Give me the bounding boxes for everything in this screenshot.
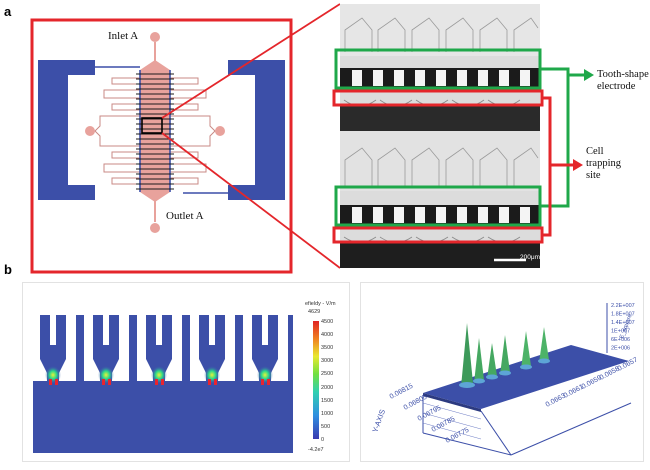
surface-plot: 2.2E+007 1.8E+007 1.4E+007 1E+007 6E+006 2E+0…	[370, 303, 639, 456]
colorbar-tick: 2500	[321, 371, 334, 378]
field-simulation	[33, 315, 319, 453]
inlet-label: Inlet A	[108, 30, 139, 42]
trap-label: Cell trapping site	[586, 146, 621, 181]
z-axis-ticks: 2.2E+007 1.8E+007 1.4E+007 1E+007 6E+006 2E+0…	[611, 303, 635, 352]
panel-letter-b: b	[4, 262, 12, 277]
scale-bar-label: 200μm	[520, 254, 541, 261]
x-tick-label: 0.06805	[403, 394, 429, 412]
colorbar-tick: 2000	[321, 384, 334, 391]
colorbar-title: efieldy - V/m	[305, 301, 336, 307]
x-axis-label: Y-AXIS	[370, 408, 387, 434]
left-port	[85, 126, 95, 136]
zoom-line-top	[161, 3, 341, 119]
colorbar-tick: 500	[321, 423, 331, 430]
x-tick-label: 0.06815	[389, 383, 415, 401]
surface-plane	[423, 345, 629, 409]
x-tick-label: 0.06795	[417, 405, 443, 423]
z-tick-label: 1.4E+007	[611, 320, 635, 326]
z-tick-label: 1E+007	[611, 329, 630, 335]
outlet-label: Outlet A	[166, 210, 204, 222]
right-port	[215, 126, 225, 136]
chip-diagram	[30, 3, 594, 274]
colorbar-tick: 3000	[321, 358, 334, 365]
electrode-label: Tooth-shape electrode	[597, 69, 649, 92]
colorbar	[313, 321, 319, 439]
zoom-box	[141, 117, 163, 134]
chip-highlight-frame	[30, 18, 293, 274]
z-tick-label: 2.2E+007	[611, 303, 635, 309]
right-electrode	[228, 60, 285, 200]
colorbar-tick: 1500	[321, 397, 334, 404]
colorbar-tick: 4500	[321, 319, 334, 325]
outlet-port	[150, 223, 160, 233]
colorbar-max: 4629	[308, 309, 321, 315]
left-electrode	[38, 60, 95, 200]
colorbar-tick: 0	[321, 437, 325, 443]
z-tick-label: 2E+006	[611, 346, 630, 352]
field-simulation-panel: efieldy - V/m 4629 4500 4000 3500 3000 2500 2…	[22, 282, 350, 462]
colorbar-tick: 4000	[321, 332, 334, 339]
electrode-fingers	[136, 73, 174, 190]
z-tick-label: 1.8E+007	[611, 312, 635, 318]
colorbar-tick: 1000	[321, 410, 334, 417]
surface-plot-panel: 2.2E+007 1.8E+007 1.4E+007 1E+007 6E+006 2E+0…	[360, 282, 644, 462]
trapping-channel	[140, 70, 170, 192]
panel-letter-a: a	[4, 4, 12, 19]
inlet-port	[150, 32, 160, 42]
colorbar-min: -4.2e7	[308, 447, 324, 453]
z-tick-label: 6E+006	[611, 337, 630, 343]
colorbar-ticks: 4500 4000 3500 3000 2500 2000 1500 1000 500 0	[321, 319, 345, 443]
colorbar-tick: 3500	[321, 345, 334, 352]
zoom-line-bottom	[161, 132, 341, 269]
